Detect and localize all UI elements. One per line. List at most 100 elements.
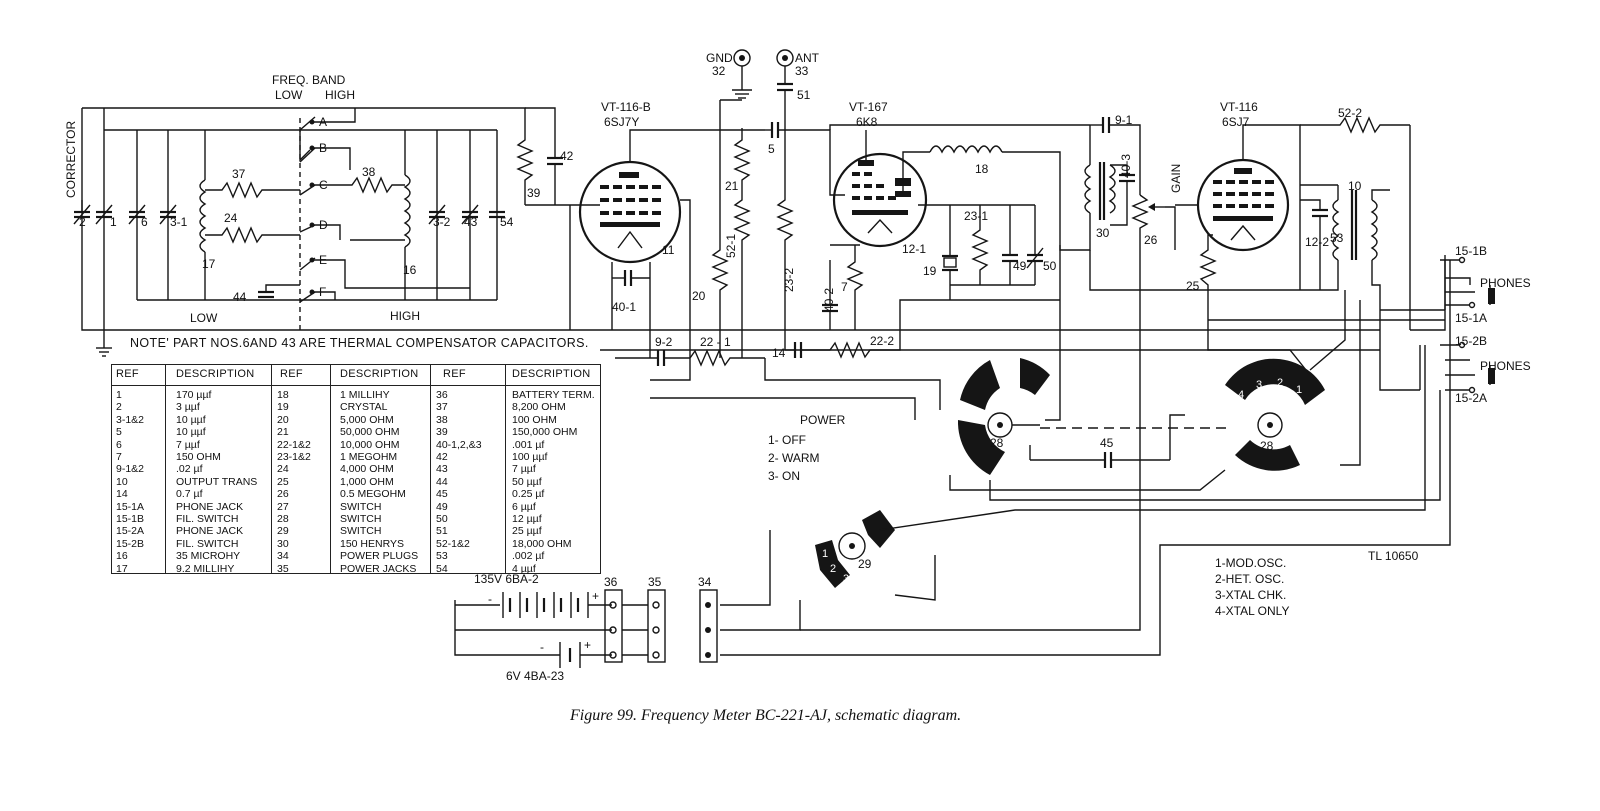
ant-label: ANT — [795, 51, 820, 65]
table-cell: POWER PLUGS — [340, 550, 419, 563]
svg-text:GAIN: GAIN — [1169, 164, 1183, 193]
power-option-1: 1- OFF — [768, 433, 806, 447]
table-cell: 7 µµf — [512, 463, 536, 476]
svg-text:40-1: 40-1 — [612, 300, 636, 314]
svg-text:50: 50 — [1043, 259, 1057, 273]
table-divider — [165, 364, 166, 574]
svg-text:17: 17 — [202, 257, 216, 271]
svg-text:39: 39 — [527, 186, 541, 200]
phones-label-2: PHONES — [1480, 359, 1531, 373]
capacitor-3-1 — [159, 204, 177, 225]
table-cell: 3-1&2 — [116, 413, 145, 426]
table-cell: 42 — [436, 451, 448, 464]
table-cell: 1 — [116, 389, 122, 401]
table-cell: 14 — [116, 488, 128, 501]
svg-text:14: 14 — [772, 346, 786, 360]
table-header: DESCRIPTION — [176, 368, 255, 380]
wiring — [600, 245, 1451, 656]
svg-text:-: - — [540, 640, 544, 654]
table-cell: 18 — [277, 389, 289, 401]
svg-text:52-1: 52-1 — [724, 234, 738, 258]
table-cell: OUTPUT TRANS — [176, 475, 258, 488]
capacitor-6 — [128, 204, 146, 225]
svg-text:4: 4 — [1238, 389, 1244, 401]
table-cell: 5,000 OHM — [340, 413, 394, 426]
svg-text:43: 43 — [464, 215, 478, 229]
table-cell: 9.2 MILLIHY — [176, 562, 235, 575]
table-cell: 7 — [116, 451, 122, 464]
coil-18: 18 — [929, 145, 1061, 245]
switch-28-left: 28 — [957, 358, 1050, 475]
svg-text:VT-116-B: VT-116-B — [601, 100, 651, 114]
table-cell: CRYSTAL — [340, 401, 388, 414]
table-cell: 43 — [436, 463, 448, 476]
table-divider — [430, 364, 431, 574]
svg-text:51: 51 — [797, 88, 811, 102]
svg-text:10: 10 — [1348, 179, 1362, 193]
svg-text:VT-167: VT-167 — [849, 100, 888, 114]
phones-label-1: PHONES — [1480, 276, 1531, 290]
svg-text:VT-116: VT-116 — [1220, 100, 1258, 114]
jack-15-2b-label: 15-2B — [1455, 334, 1487, 348]
svg-text:12-1: 12-1 — [902, 242, 926, 256]
table-cell: 9-1&2 — [116, 463, 145, 476]
svg-text:26: 26 — [1144, 233, 1158, 247]
tube3-labels: VT-116 6SJ7 — [1220, 100, 1258, 129]
mid-section: 5 21 52-1 20 23-2 — [692, 99, 845, 358]
svg-text:D: D — [319, 218, 328, 232]
svg-text:9-2: 9-2 — [655, 335, 673, 349]
thermal-note: NOTE' PART NOS.6AND 43 ARE THERMAL COMPE… — [130, 336, 589, 350]
table-cell: 44 — [436, 475, 448, 488]
table-cell: 10 µµf — [176, 426, 206, 439]
table-cell: 26 — [277, 488, 289, 501]
capacitor-1 — [95, 204, 113, 225]
gnd-label: GND — [706, 51, 733, 65]
table-cell: 15-2B — [116, 537, 145, 550]
table-cell: PHONE JACK — [176, 500, 244, 513]
power-option-3: 3- ON — [768, 469, 800, 483]
table-cell: 53 — [436, 550, 448, 563]
low-label: LOW — [275, 88, 303, 102]
svg-text:38: 38 — [362, 165, 376, 179]
table-cell: 37 — [436, 401, 448, 414]
table-header: DESCRIPTION — [340, 368, 419, 380]
freq-band-label: FREQ. BAND — [272, 73, 346, 87]
svg-text:40-3: 40-3 — [1119, 154, 1133, 178]
svg-text:+: + — [592, 589, 599, 603]
table-cell: 1,000 OHM — [340, 475, 394, 488]
svg-text:22-2: 22-2 — [870, 334, 894, 348]
mode-option-4: 4-XTAL ONLY — [1215, 604, 1289, 618]
svg-text:23-2: 23-2 — [782, 268, 796, 292]
table-cell: 150 OHM — [176, 451, 221, 464]
svg-text:2: 2 — [830, 563, 836, 575]
svg-text:6SJ7: 6SJ7 — [1222, 115, 1250, 129]
table-cell: 10 µµf — [176, 413, 206, 426]
table-header: REF — [116, 368, 139, 380]
table-cell: SWITCH — [340, 513, 382, 526]
table-cell: 21 — [277, 426, 289, 439]
battery-135v-label: 135V 6BA-2 — [474, 572, 539, 586]
high-bottom-label: HIGH — [390, 309, 420, 323]
table-cell: 10 — [116, 475, 128, 488]
table-cell: 0.5 MEGOHM — [340, 488, 406, 501]
tl-number: TL 10650 — [1368, 549, 1419, 563]
table-cell: 52-1&2 — [436, 537, 470, 550]
svg-text:45: 45 — [1100, 436, 1114, 450]
tube-vt167 — [830, 130, 1035, 330]
svg-text:12-2: 12-2 — [1305, 235, 1329, 249]
table-cell: 15-2A — [116, 525, 145, 538]
table-cell: 0.7 µf — [176, 488, 203, 501]
svg-text:19: 19 — [923, 264, 937, 278]
svg-text:20: 20 — [692, 289, 706, 303]
table-cell: 25 µµf — [512, 525, 542, 538]
table-cell: POWER JACKS — [340, 562, 417, 575]
table-header: REF — [443, 368, 466, 380]
svg-text:+: + — [584, 638, 591, 652]
table-cell: 100 µµf — [512, 451, 548, 464]
table-cell: 50,000 OHM — [340, 426, 400, 439]
table-cell: 29 — [277, 525, 289, 538]
gnd-terminal — [732, 49, 752, 99]
